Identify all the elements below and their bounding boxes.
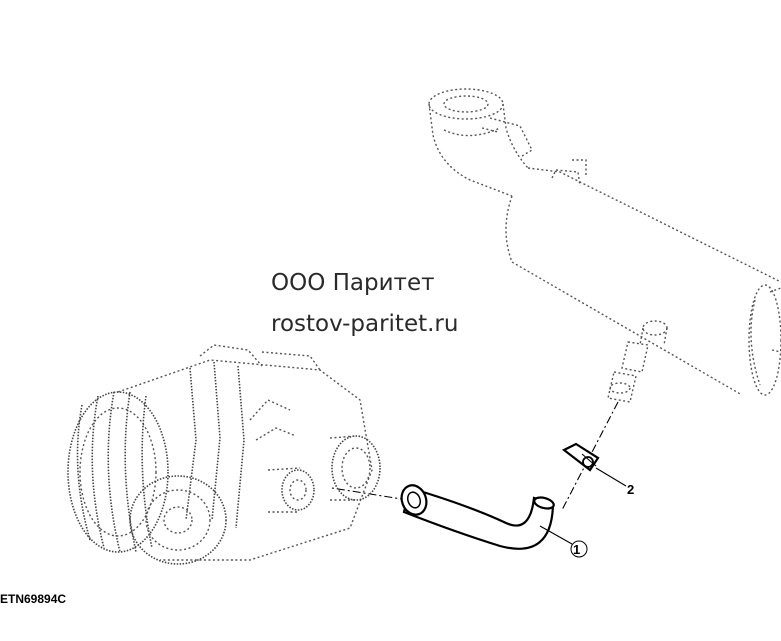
turbocharger (67, 344, 381, 565)
muffler-assembly (428, 88, 781, 403)
watermark-website: rostov-paritet.ru (271, 311, 459, 337)
hose (400, 484, 555, 550)
leader-line-2 (595, 467, 627, 487)
hose-clamp (561, 442, 600, 472)
watermark-company: ООО Паритет (271, 270, 435, 296)
figure-code: ETN69894C (0, 592, 67, 606)
callout-label-1: 1 (573, 542, 580, 557)
leader-line-1 (539, 525, 573, 545)
callout-label-2: 2 (627, 482, 634, 497)
callout-circle-1 (570, 540, 588, 558)
